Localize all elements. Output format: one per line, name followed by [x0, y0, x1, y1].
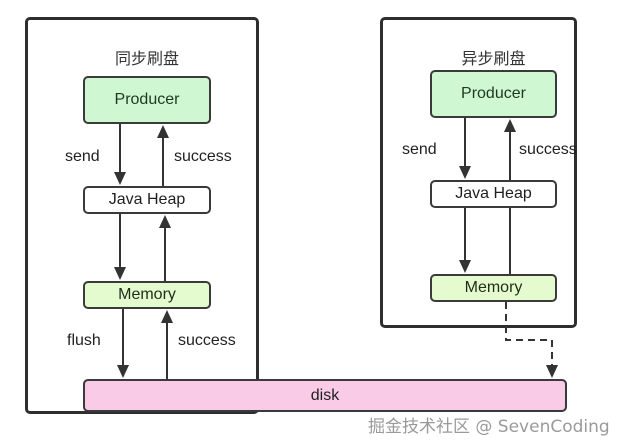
sync-success-label-bottom: success — [178, 332, 236, 349]
async-producer-node: Producer — [430, 70, 557, 118]
sync-memory-node: Memory — [83, 281, 211, 309]
sync-java-heap-node: Java Heap — [83, 186, 211, 214]
sync-producer-node: Producer — [83, 76, 211, 124]
async-send-label: send — [402, 141, 437, 158]
disk-node: disk — [83, 379, 567, 412]
async-java-heap-node: Java Heap — [430, 180, 557, 208]
sync-success-label-top: success — [174, 148, 232, 165]
async-success-label: success — [519, 141, 577, 158]
sync-flush-title: 同步刷盘 — [114, 49, 179, 68]
async-flush-title: 异步刷盘 — [461, 49, 526, 68]
async-memory-node: Memory — [430, 274, 557, 302]
sync-flush-label: flush — [67, 332, 101, 349]
sync-send-label: send — [65, 148, 100, 165]
watermark: 掘金技术社区 @ SevenCoding — [368, 417, 610, 437]
